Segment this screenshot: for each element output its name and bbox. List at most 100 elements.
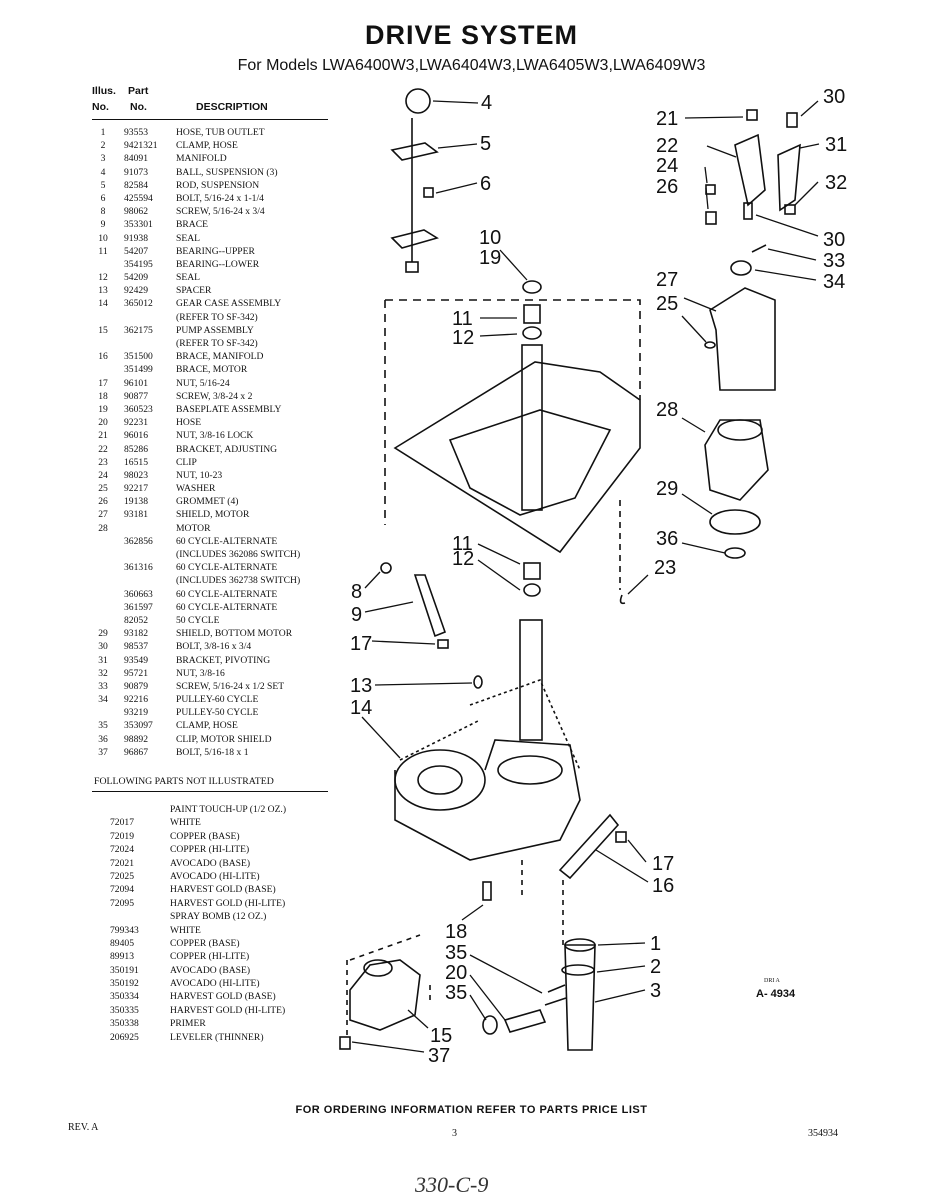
part-description: COPPER (BASE)	[170, 830, 240, 842]
part-description: 60 CYCLE-ALTERNATE	[176, 535, 278, 547]
seal-12	[522, 326, 542, 340]
motor-brace	[558, 813, 620, 880]
part-description: HARVEST GOLD (HI-LITE)	[170, 897, 286, 909]
part-number: 93181	[124, 509, 148, 521]
part-number: 92231	[124, 417, 148, 429]
baseplate	[393, 361, 641, 554]
callout-28: 28	[656, 399, 678, 421]
baseplate-spokes	[448, 409, 612, 516]
part-description: (REFER TO SF-342)	[176, 338, 258, 349]
part-number: 92217	[124, 483, 148, 495]
part-description: PULLEY-50 CYCLE	[176, 707, 259, 719]
part-number: 90879	[124, 680, 148, 692]
motor-shield	[709, 287, 776, 391]
illus-number: 33	[98, 680, 108, 692]
illus-number: 3	[100, 153, 106, 165]
part-number: 85286	[124, 443, 148, 455]
callout-13: 13	[350, 675, 372, 697]
part-number: 93549	[124, 654, 148, 666]
motor-shield-clip	[724, 547, 746, 559]
illus-number: 25	[98, 483, 108, 495]
screw-18	[482, 881, 492, 901]
illus-number: 13	[98, 285, 108, 297]
part-description: SHIELD, BOTTOM MOTOR	[176, 628, 293, 640]
part-description: MANIFOLD	[176, 153, 227, 165]
part-description: BRACE	[176, 219, 208, 231]
callout-22: 22	[656, 135, 678, 157]
part-description: BOLT, 5/16-18 x 1	[176, 746, 249, 758]
part-description: NUT, 10-23	[176, 469, 223, 481]
part-description: SPACER	[176, 285, 212, 297]
part-number: 93219	[124, 707, 148, 719]
illus-number: 29	[98, 628, 108, 640]
part-number: 353097	[124, 720, 153, 732]
callout-24: 24	[656, 155, 678, 177]
hose-clamp-35	[544, 984, 567, 1006]
parts-row: 93219 PULLEY-50 CYCLE	[92, 706, 337, 719]
callout-4: 4	[481, 92, 492, 114]
suspension-clip-upper	[390, 142, 439, 161]
part-description: PRIMER	[170, 1018, 206, 1030]
callout-11b: 11	[452, 533, 473, 555]
grommet-26	[705, 211, 717, 225]
part-description: COPPER (HI-LITE)	[170, 951, 250, 963]
part-description: PUMP ASSEMBLY	[176, 324, 254, 336]
part-number: 360663	[124, 588, 153, 600]
part-description: CLAMP, HOSE	[176, 140, 238, 152]
illus-number: 28	[98, 522, 108, 534]
part-description: (REFER TO SF-342)	[176, 311, 258, 323]
part-number: 72094	[110, 884, 134, 896]
part-description: BEARING--UPPER	[176, 245, 255, 257]
illus-number: 22	[98, 443, 108, 455]
motor-pulley	[730, 260, 752, 276]
part-description: NUT, 3/8-16 LOCK	[176, 430, 254, 442]
part-number: 91073	[124, 166, 148, 178]
callout-1: 1	[650, 933, 661, 955]
part-number: 361316	[124, 562, 153, 574]
part-description: NUT, 5/16-24	[176, 377, 230, 389]
callout-12b: 12	[452, 548, 474, 570]
callout-35a: 35	[445, 942, 467, 964]
callout-5: 5	[480, 133, 491, 155]
part-number: 350192	[110, 978, 139, 990]
part-description: AVOCADO (BASE)	[170, 857, 251, 869]
part-number: 98537	[124, 641, 148, 653]
nut-17-lower	[615, 831, 627, 843]
bolt-30-top	[786, 112, 798, 128]
illus-header: No.	[92, 101, 109, 113]
illus-number: 26	[98, 496, 108, 508]
part-description: SEAL	[176, 272, 200, 284]
nut-21	[746, 109, 758, 121]
callout-3: 3	[650, 980, 661, 1002]
part-number: 72025	[110, 870, 134, 882]
illus-number: 19	[98, 403, 108, 415]
part-number: 72095	[110, 897, 134, 909]
clamp-2	[561, 964, 595, 976]
seal-lower	[523, 583, 541, 597]
part-number: 16515	[124, 456, 148, 468]
part-description: AVOCADO (BASE)	[170, 964, 251, 976]
part-number: 96016	[124, 430, 148, 442]
drive-pulley	[394, 749, 486, 811]
part-number: 350191	[110, 964, 139, 976]
hose-20	[503, 1009, 547, 1033]
hose-clamp-35b	[482, 1015, 498, 1035]
callout-23: 23	[654, 557, 676, 579]
ordering-note: FOR ORDERING INFORMATION REFER TO PARTS …	[295, 1104, 648, 1116]
washer-25	[704, 341, 716, 349]
part-number: 98062	[124, 206, 148, 218]
callout-6: 6	[480, 173, 491, 195]
illus-number: 21	[98, 430, 108, 442]
